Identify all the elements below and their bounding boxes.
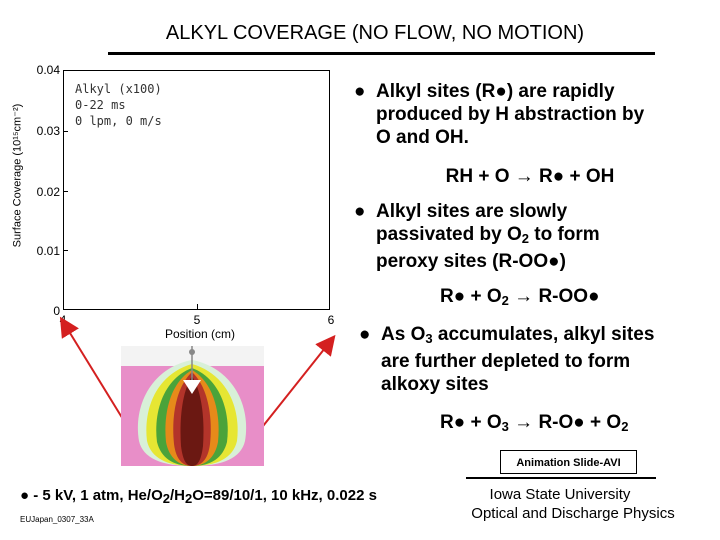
y-tick-mark — [63, 191, 68, 192]
animation-slide-button[interactable]: Animation Slide-AVI — [500, 450, 637, 474]
equation-abstraction: RH + O → R● + OH — [445, 166, 615, 187]
y-tick-mark — [63, 131, 68, 132]
y-tick-mark — [63, 250, 68, 251]
slide-code: EUJapan_0307_33A — [20, 515, 94, 524]
x-tick-mark — [197, 304, 198, 310]
institution-name: Iowa State University — [489, 486, 631, 503]
chart-legend: Alkyl (x100) 0-22 ms 0 lpm, 0 m/s — [75, 81, 162, 129]
x-tick-label: 5 — [193, 313, 201, 327]
equation-peroxy: R● + O2 → R-OO● — [440, 286, 600, 308]
y-tick-label: 0.01 — [36, 244, 60, 258]
legend-line: 0 lpm, 0 m/s — [75, 114, 162, 128]
title-rule — [108, 52, 655, 55]
y-tick-label: 0.04 — [36, 63, 60, 77]
bullet-dot: ● — [354, 201, 366, 222]
y-tick-label: 0.02 — [36, 185, 60, 199]
x-tick-label: 6 — [327, 313, 335, 327]
slide-title: ALKYL COVERAGE (NO FLOW, NO MOTION) — [165, 22, 585, 44]
legend-line: Alkyl (x100) — [75, 82, 162, 96]
bullet-dot: ● — [359, 324, 371, 345]
x-axis-label: Position (cm) — [164, 327, 235, 341]
y-tick-label: 0.03 — [36, 124, 60, 138]
equation-alkoxy: R● + O3 → R-O● + O2 — [440, 412, 629, 434]
plot-area — [63, 70, 330, 310]
bullet-alkyl-passivation: ● Alkyl sites are slowly passivated by O… — [354, 201, 600, 272]
legend-line: 0-22 ms — [75, 98, 126, 112]
simulation-image — [121, 346, 264, 466]
conditions-footer: ● - 5 kV, 1 atm, He/O2/H2O=89/10/1, 10 k… — [20, 487, 377, 506]
group-name: Optical and Discharge Physics — [471, 505, 675, 522]
bullet-ozone-depletion: ● As O3 accumulates, alkyl sites are fur… — [359, 324, 655, 395]
bullet-dot: ● — [354, 81, 366, 102]
divider-rule — [466, 477, 656, 479]
bullet-alkyl-production: ● Alkyl sites (R●) are rapidly produced … — [354, 81, 645, 148]
y-tick-label: 0 — [53, 304, 60, 318]
